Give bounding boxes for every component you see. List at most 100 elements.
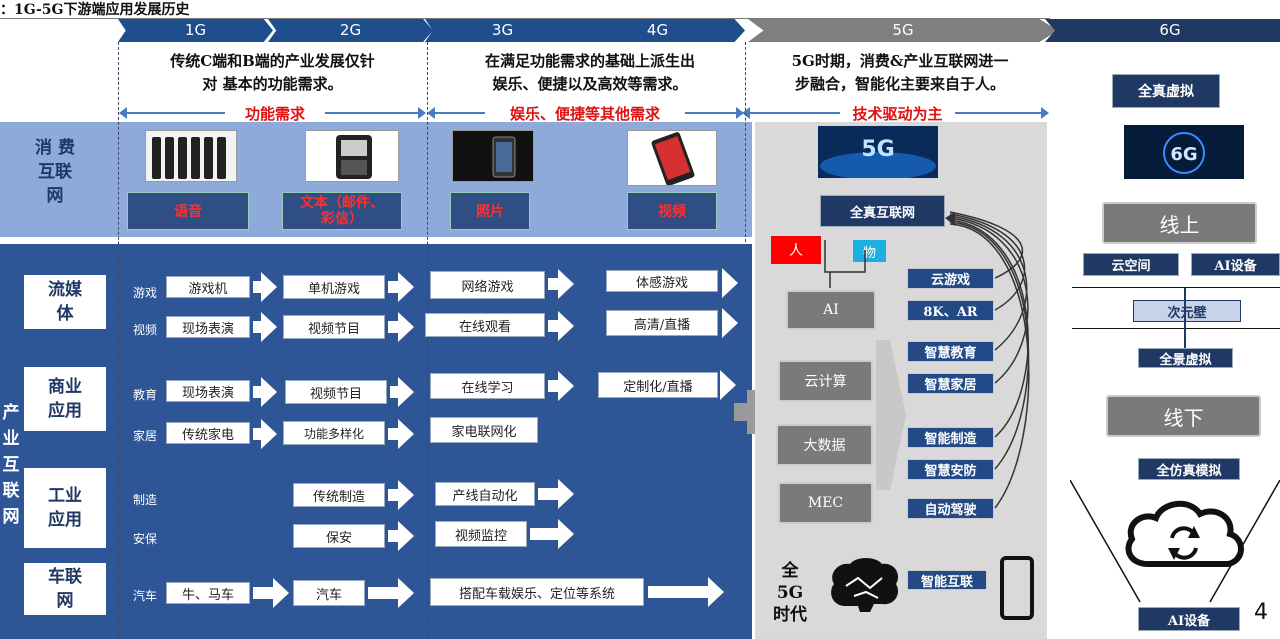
category-iov: 车联网 <box>24 563 106 615</box>
app-cloud-gaming: 云游戏 <box>907 268 994 289</box>
sixg-online: 线上 <box>1102 202 1257 244</box>
game-4g: 体感游戏 <box>606 270 718 292</box>
car-1g: 牛、马车 <box>166 582 250 604</box>
app-autonomous-driving: 自动驾驶 <box>907 498 994 519</box>
sixg-offline: 线下 <box>1106 395 1261 437</box>
arrow-body <box>390 386 398 398</box>
arrow-head <box>273 578 289 608</box>
edu-1g: 现场表演 <box>166 380 250 402</box>
sixg-wall-line <box>1184 288 1186 348</box>
phone-2g-image <box>305 130 399 182</box>
phone-4g-image <box>627 130 717 186</box>
arrow-head <box>398 272 414 302</box>
arrow-head <box>558 311 574 341</box>
arrow-body <box>548 278 558 290</box>
sixg-dimension-wall: 次元壁 <box>1133 300 1241 322</box>
app-smart-education: 智慧教育 <box>907 341 994 362</box>
category-industrial: 工业应用 <box>24 468 106 548</box>
app-smart-manufacturing: 智能制造 <box>907 427 994 448</box>
arrow-body <box>530 528 558 540</box>
arrow-head <box>558 371 574 401</box>
tech-bigdata: 大数据 <box>776 424 873 466</box>
arrow-body <box>388 428 398 440</box>
desc-3g4g: 在满足功能需求的基础上派生出娱乐、便捷以及高效等需求。 <box>484 52 695 93</box>
sixg-ai-device-bottom: AI设备 <box>1138 607 1240 631</box>
consumer-text: 文本（邮件、彩信） <box>282 192 402 230</box>
tab-3g: 3G <box>425 19 580 42</box>
arrow-body <box>538 488 558 500</box>
page-title: ：1G-5G下游端应用发展历史 <box>0 2 190 18</box>
divider-1g <box>118 42 119 639</box>
sixg-simulation: 全仿真模拟 <box>1138 458 1240 480</box>
arrow-head <box>720 370 736 400</box>
consumer-photo: 照片 <box>450 192 530 230</box>
arrow-head <box>398 312 414 342</box>
edu-3g: 在线学习 <box>430 373 545 399</box>
arrow-head <box>558 269 574 299</box>
car-3g: 搭配车载娱乐、定位等系统 <box>430 578 644 606</box>
tab-6g: 6G <box>1045 19 1280 42</box>
tab-5g: 5G <box>748 19 1058 42</box>
sec-2g: 保安 <box>293 524 385 548</box>
arrow-head <box>558 479 574 509</box>
game-2g: 单机游戏 <box>283 275 385 299</box>
video-2g: 视频节目 <box>283 315 385 339</box>
row-label-car: 汽车 <box>133 589 158 603</box>
arrow-head <box>261 312 277 342</box>
arrow-body <box>253 321 261 333</box>
sixg-virtual: 全真虚拟 <box>1112 74 1220 108</box>
app-smart-security: 智慧安防 <box>907 459 994 480</box>
tech-ai: AI <box>786 290 876 330</box>
industry-label: 产业互联网 <box>2 403 20 527</box>
arrow-head <box>398 521 414 551</box>
edu-2g: 视频节目 <box>285 380 387 404</box>
sixg-separator-top <box>1072 287 1280 288</box>
demand-entertainment: 娱乐、便捷等其他需求 <box>485 103 685 124</box>
object-box: 物 <box>853 240 886 262</box>
sixg-ai-device: AI设备 <box>1191 253 1280 276</box>
sec-3g: 视频监控 <box>435 521 527 547</box>
demand-tech: 技术驱动为主 <box>840 103 955 124</box>
tech-to-apps-arrow <box>876 340 906 490</box>
tab-2g: 2G <box>268 19 433 42</box>
arrow-head <box>261 377 277 407</box>
divider-5g <box>745 42 746 242</box>
arrow-head <box>398 377 414 407</box>
car-2g: 汽车 <box>293 580 365 606</box>
arrow-body <box>388 281 398 293</box>
sixg-banner-text: 6G <box>1170 144 1197 165</box>
row-label-security: 安保 <box>133 532 158 546</box>
row-label-manufacturing: 制造 <box>133 493 158 507</box>
home-1g: 传统家电 <box>166 422 250 444</box>
brain-icon <box>831 558 899 612</box>
demand-functional: 功能需求 <box>225 103 325 124</box>
video-4g: 高清/直播 <box>606 310 718 336</box>
arrow-head <box>722 268 738 298</box>
mfg-2g: 传统制造 <box>293 483 385 507</box>
game-3g: 网络游戏 <box>430 271 545 299</box>
arrow-body <box>253 386 261 398</box>
arrow-head <box>708 577 724 607</box>
sixg-separator-bottom <box>1072 328 1280 329</box>
video-3g: 在线观看 <box>425 313 545 337</box>
mfg-3g: 产线自动化 <box>435 482 535 506</box>
tab-4g: 4G <box>570 19 745 42</box>
phone-3g-image <box>452 130 534 182</box>
category-streaming: 流媒体 <box>24 275 106 329</box>
cloud-sync-icon <box>1125 500 1244 567</box>
arrow-body <box>388 489 398 501</box>
home-2g: 功能多样化 <box>283 421 385 445</box>
person-box: 人 <box>771 236 821 264</box>
arrow-body <box>253 281 261 293</box>
page-number: 4 <box>1254 600 1268 625</box>
connector-curves <box>824 211 1030 509</box>
row-label-education: 教育 <box>133 388 158 402</box>
consumer-video: 视频 <box>627 192 717 230</box>
arrow-body <box>368 587 398 599</box>
divider-3g <box>427 42 428 639</box>
fiveg-banner-image: 5G <box>818 126 938 178</box>
tech-mec: MEC <box>778 482 873 524</box>
row-label-home: 家居 <box>133 429 158 443</box>
arrow-head <box>722 308 738 338</box>
